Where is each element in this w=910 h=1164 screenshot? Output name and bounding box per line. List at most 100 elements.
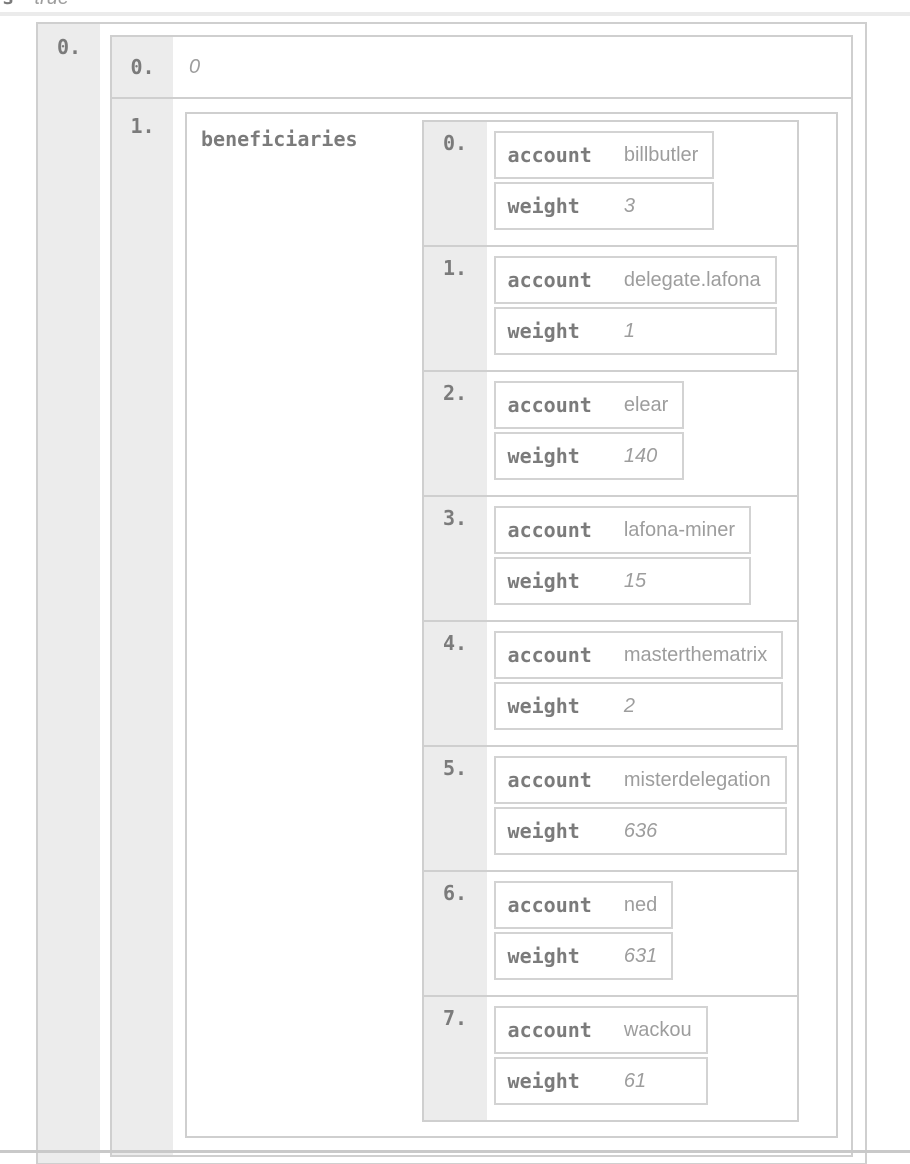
beneficiary-row: 0. account billbutler [423,122,797,247]
beneficiary-object: account wackou weight 61 [493,1003,708,1108]
beneficiary-index-cell: 4. [423,622,487,745]
outer-array-index-label: 0. [56,35,82,59]
clipped-key-fragment: s [2,0,14,9]
beneficiary-row: 1. account delegate.lafona [423,247,797,372]
beneficiary-row: 5. account misterdelegation [423,747,797,872]
account-row: account elear [493,381,685,429]
account-key-label: account [493,381,616,429]
beneficiaries-key-label: beneficiaries [201,127,358,151]
row-divider-bottom [0,1150,910,1153]
beneficiaries-key-cell: beneficiaries [187,114,422,164]
inner-array-value-cell-1: beneficiaries 0. [173,99,851,1155]
beneficiary-object: account elear weight 140 [493,378,685,483]
account-key-label: account [493,131,616,179]
account-row: account billbutler [493,131,715,179]
account-row: account delegate.lafona [493,256,777,304]
account-row: account wackou [493,1006,708,1054]
inner-array-table: 0. 0 1. beneficiaries [110,35,853,1157]
account-key-label: account [493,1006,616,1054]
beneficiary-row: 7. account wackou [423,997,797,1120]
account-value: ned [615,881,674,929]
account-key-label: account [493,631,616,679]
weight-value: 1 [615,307,777,355]
beneficiaries-object-table: beneficiaries 0. [185,112,838,1138]
inner-array-row-0: 0. 0 [112,37,851,99]
weight-value: 140 [615,432,685,480]
beneficiary-row: 3. account lafona-miner [423,497,797,622]
beneficiary-index-label: 1. [443,256,468,280]
beneficiary-value-cell: account masterthematrix weight 2 [487,622,794,745]
weight-key-label: weight [493,432,616,480]
beneficiary-index-cell: 0. [423,122,487,245]
weight-key-label: weight [493,682,616,730]
beneficiary-row: 4. account masterthematrix [423,622,797,747]
account-row: account ned [493,881,674,929]
weight-row: weight 636 [493,807,787,855]
weight-row: weight 61 [493,1057,708,1105]
beneficiary-value-cell: account lafona-miner weight 15 [487,497,761,620]
weight-key-label: weight [493,307,616,355]
beneficiaries-value-cell: 0. account billbutler [421,114,807,1136]
inner-array-index-label-0: 0. [130,55,155,79]
weight-key-label: weight [493,557,616,605]
weight-value: 2 [615,682,784,730]
weight-key-label: weight [493,807,616,855]
inner-array-index-cell-0: 0. [112,37,173,97]
outer-array-index-cell: 0. [38,24,100,1163]
beneficiary-object: account billbutler weight 3 [493,128,715,233]
account-value: misterdelegation [615,756,787,804]
account-value: masterthematrix [615,631,784,679]
beneficiary-value-cell: account elear weight 140 [487,372,695,495]
weight-value: 15 [615,557,752,605]
beneficiary-row: 2. account elear [423,372,797,497]
account-value: delegate.lafona [615,256,777,304]
beneficiary-index-label: 5. [443,756,468,780]
weight-row: weight 1 [493,307,777,355]
weight-row: weight 15 [493,557,752,605]
outer-array-table: 0. 0. 0 1. [36,22,867,1164]
weight-row: weight 2 [493,682,784,730]
weight-row: weight 3 [493,182,715,230]
weight-key-label: weight [493,182,616,230]
beneficiary-object: account ned weight 631 [493,878,674,983]
beneficiary-object: account delegate.lafona weight 1 [493,253,777,358]
account-value: billbutler [615,131,715,179]
inner-array-index-cell-1: 1. [112,99,173,1155]
account-key-label: account [493,756,616,804]
beneficiary-index-label: 4. [443,631,468,655]
weight-value: 3 [615,182,715,230]
account-key-label: account [493,256,616,304]
beneficiary-index-cell: 5. [423,747,487,870]
beneficiary-object: account misterdelegation weight 636 [493,753,787,858]
beneficiary-index-cell: 3. [423,497,487,620]
outer-array-value-cell: 0. 0 1. beneficiaries [100,24,865,1163]
beneficiary-value-cell: account misterdelegation weight 636 [487,747,797,870]
weight-value: 61 [615,1057,708,1105]
weight-row: weight 631 [493,932,674,980]
beneficiary-value-cell: account wackou weight 61 [487,997,718,1120]
beneficiary-index-cell: 6. [423,872,487,995]
clipped-previous-row: s true [2,0,69,11]
account-value: elear [615,381,685,429]
inner-array-row-1: 1. beneficiaries [112,99,851,1155]
beneficiary-index-cell: 7. [423,997,487,1120]
inner-array-value-cell-0: 0 [173,37,200,97]
inner-array-value-0: 0 [189,56,201,78]
row-divider-top [0,12,910,16]
beneficiary-index-cell: 1. [423,247,487,370]
beneficiaries-array-table: 0. account billbutler [421,120,799,1122]
beneficiary-index-label: 7. [443,1006,468,1030]
beneficiary-object: account lafona-miner weight 15 [493,503,752,608]
beneficiary-index-cell: 2. [423,372,487,495]
account-value: wackou [615,1006,708,1054]
weight-value: 636 [615,807,787,855]
weight-row: weight 140 [493,432,685,480]
beneficiary-value-cell: account delegate.lafona weight 1 [487,247,787,370]
beneficiary-index-label: 2. [443,381,468,405]
beneficiary-index-label: 6. [443,881,468,905]
account-row: account lafona-miner [493,506,752,554]
beneficiary-object: account masterthematrix weight 2 [493,628,784,733]
beneficiary-value-cell: account ned weight 631 [487,872,684,995]
account-key-label: account [493,506,616,554]
account-row: account misterdelegation [493,756,787,804]
